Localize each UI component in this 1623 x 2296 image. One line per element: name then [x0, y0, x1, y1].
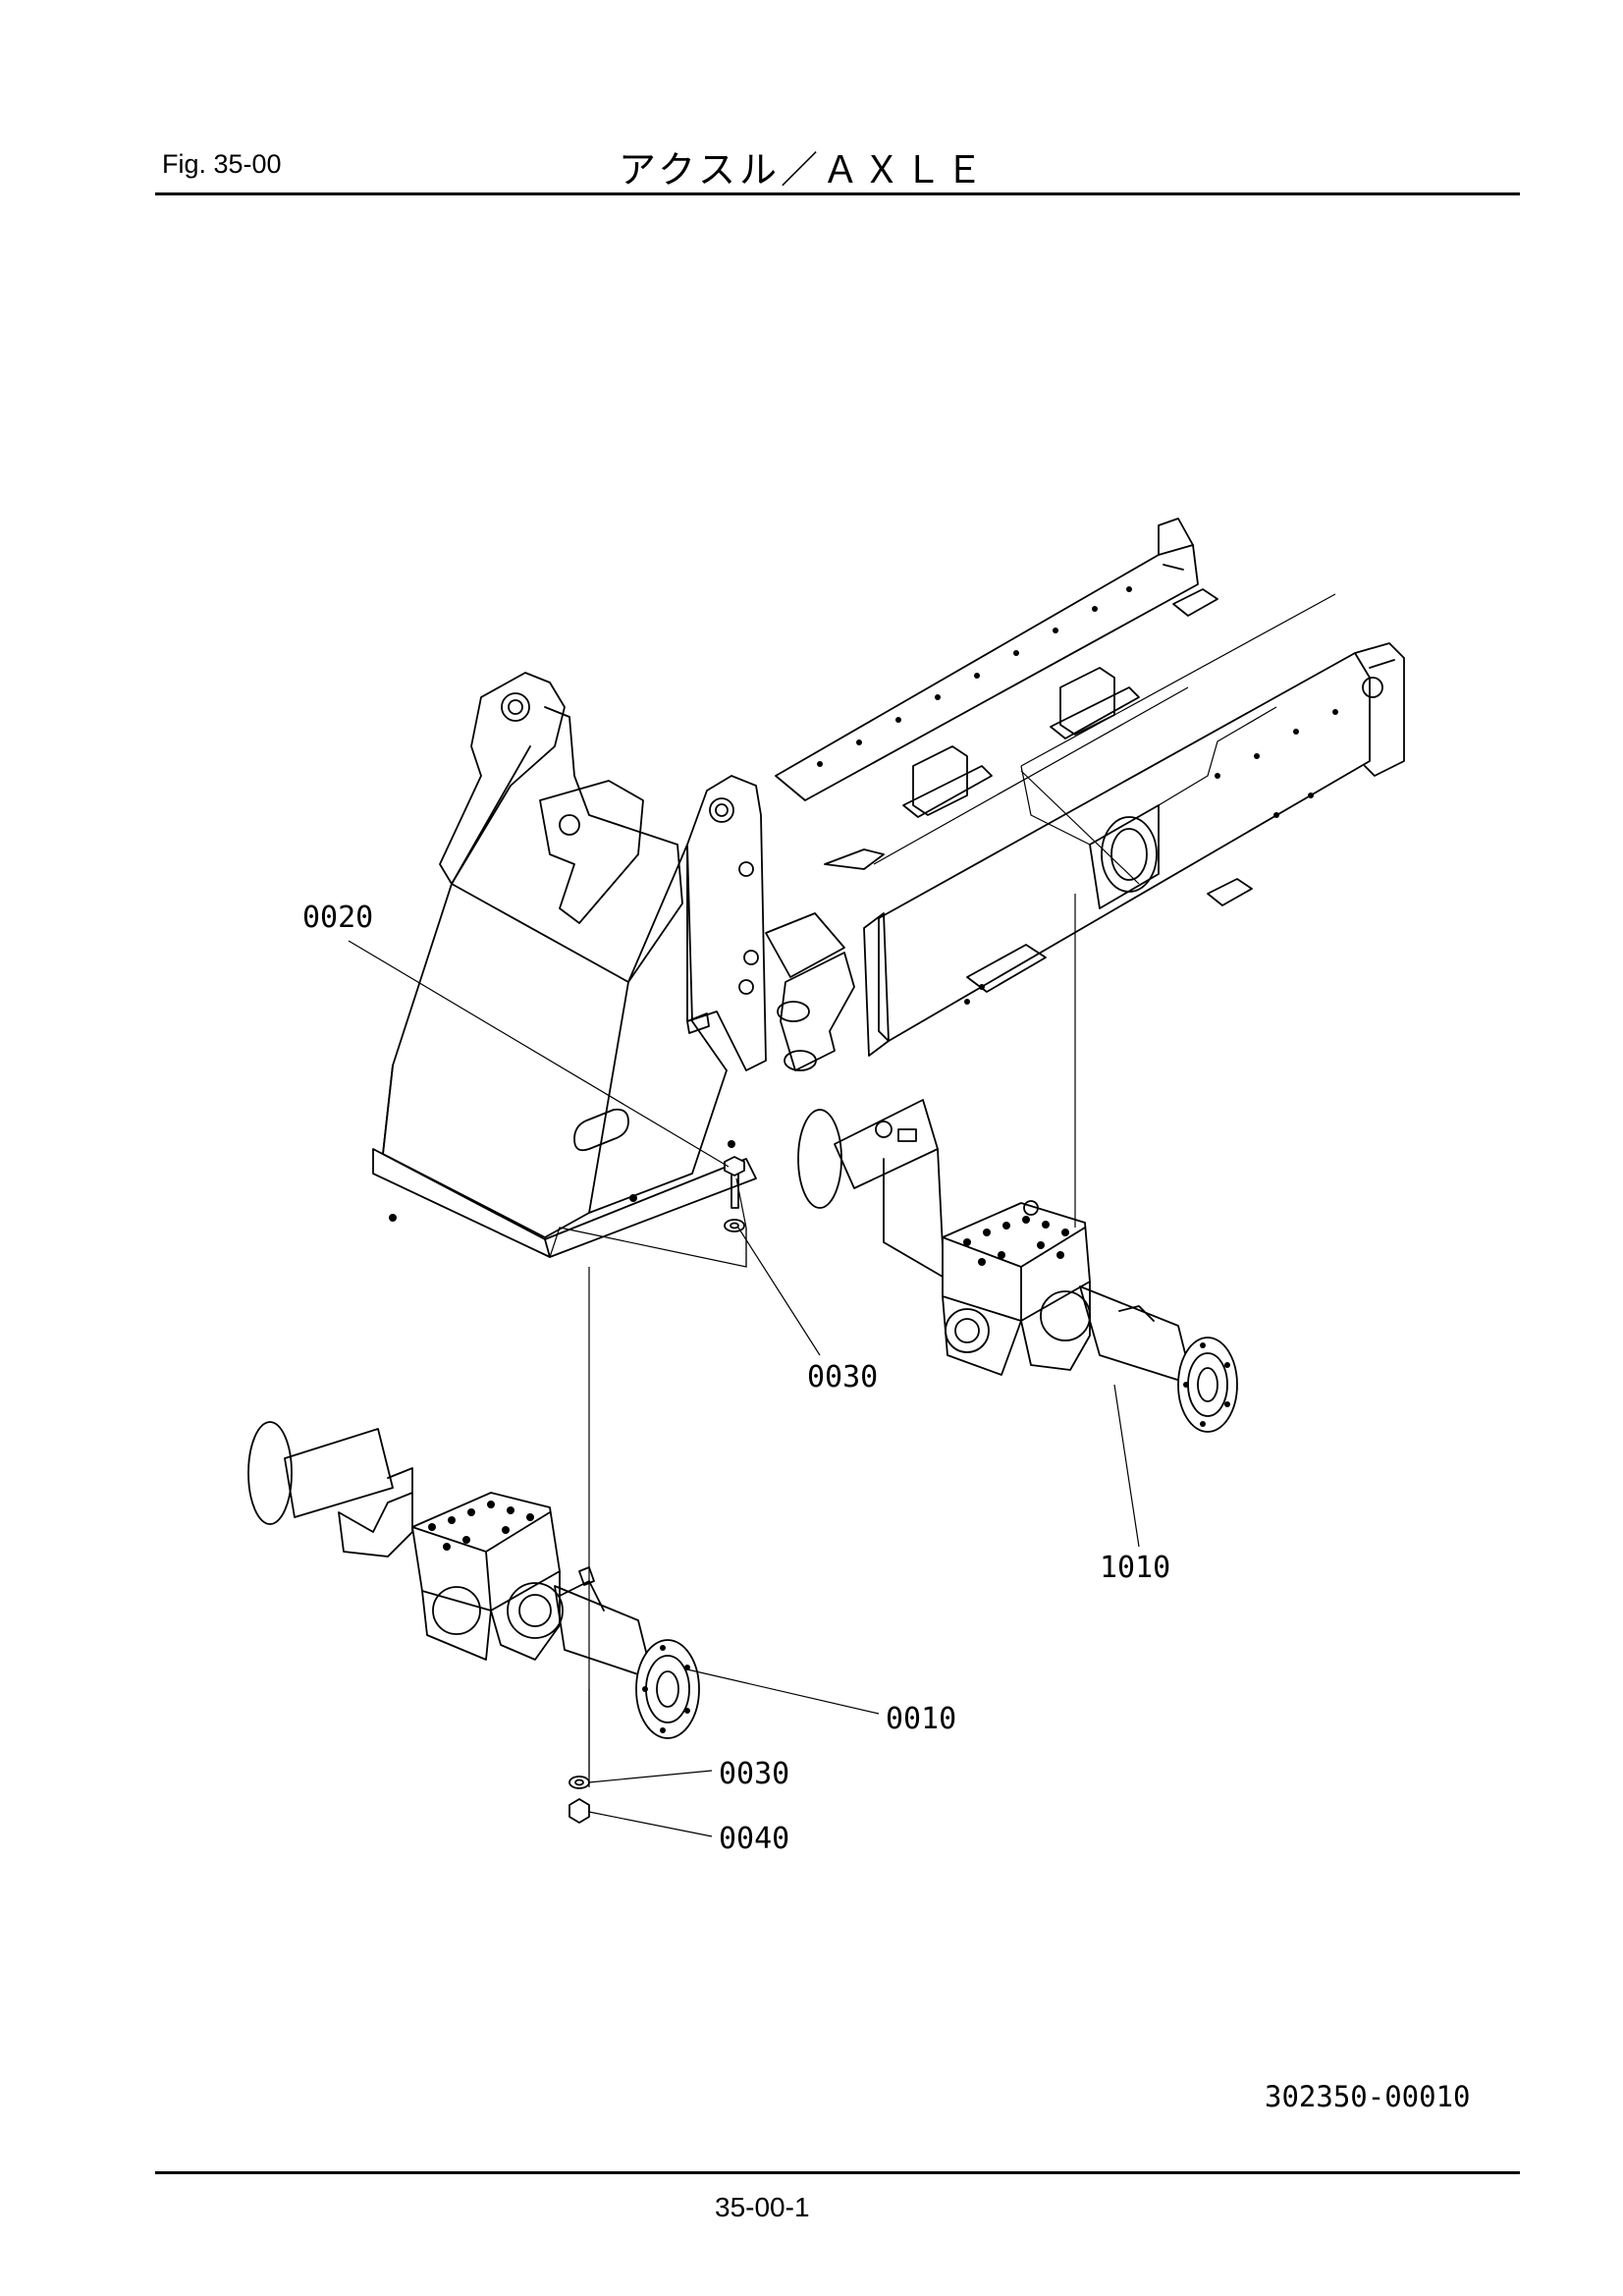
- page-title: アクスル／ＡＸＬＥ: [619, 148, 987, 191]
- callout-1010: 1010: [1100, 1551, 1170, 1585]
- washer-lower: [568, 1776, 590, 1789]
- drawing-number: 302350-00010: [1265, 2080, 1471, 2113]
- rear-frame: [765, 518, 1405, 1071]
- callout-0020: 0020: [302, 901, 373, 935]
- callout-0030-upper: 0030: [807, 1360, 878, 1394]
- assembly-lines: [549, 770, 1140, 1787]
- header-rule: [155, 192, 1520, 195]
- leader-lines: [348, 940, 1140, 1837]
- rear-axle-1010: [797, 1099, 1238, 1433]
- footer-rule: [155, 2171, 1520, 2174]
- callout-0010: 0010: [886, 1702, 956, 1736]
- callout-0040: 0040: [719, 1822, 789, 1856]
- nut-0040: [568, 1798, 590, 1824]
- front-axle-0010: [247, 1421, 700, 1739]
- figure-label: Fig. 35-00: [162, 149, 282, 179]
- page-number: 35-00-1: [715, 2192, 810, 2222]
- front-frame: [372, 672, 767, 1258]
- washer-upper: [724, 1219, 745, 1232]
- callout-0030-lower: 0030: [719, 1757, 789, 1791]
